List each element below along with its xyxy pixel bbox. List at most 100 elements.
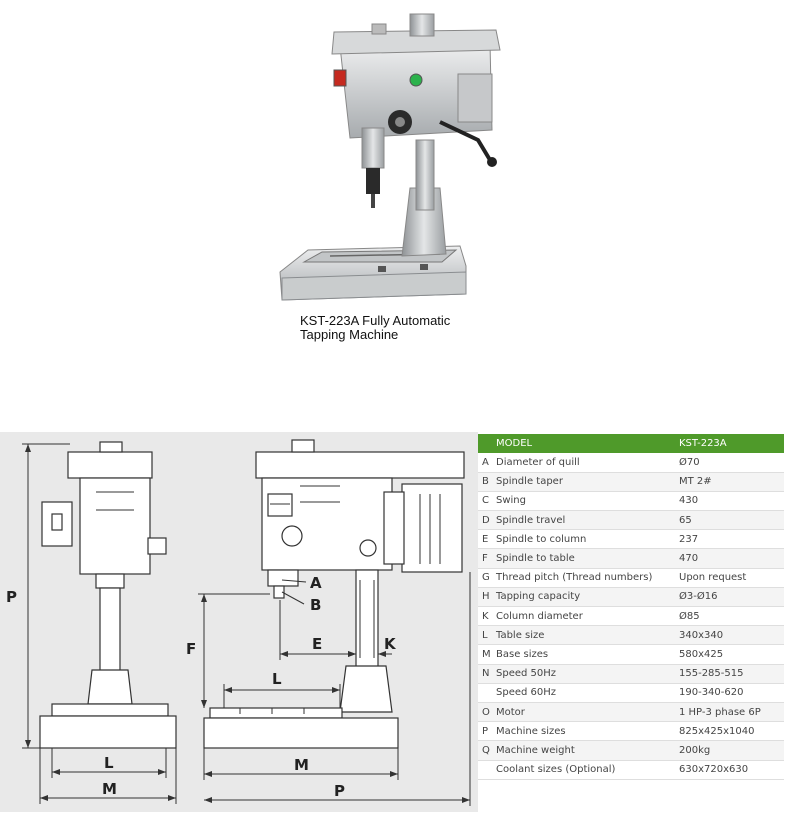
dim-M-left: M (102, 780, 117, 798)
left-head-top (67, 451, 153, 479)
spec-value: Ø3-Ø16 (677, 587, 784, 608)
dim-F: F (186, 640, 196, 658)
spec-name: Table size (494, 625, 677, 646)
spec-letter (478, 683, 494, 703)
dim-B: B (310, 596, 321, 614)
spec-letter: L (478, 625, 494, 646)
right-base (203, 717, 399, 749)
photo-caption: KST-223A Fully Automatic Tapping Machine (300, 314, 520, 342)
spec-value: 430 (677, 491, 784, 512)
dim-K: K (384, 635, 397, 653)
right-head-top (255, 451, 465, 479)
spec-value: Ø70 (677, 453, 784, 473)
spec-value: 65 (677, 510, 784, 531)
spec-letter: D (478, 510, 494, 531)
dim-A: A (310, 574, 322, 592)
spec-letter: M (478, 644, 494, 665)
right-chuck (273, 585, 285, 599)
spec-value: Upon request (677, 568, 784, 588)
dim-E: E (312, 635, 322, 653)
left-collar (95, 573, 125, 589)
spec-value: 340x340 (677, 625, 784, 646)
spec-header-model: MODEL (494, 434, 677, 453)
right-gearbox (267, 493, 293, 517)
spec-name: Machine weight (494, 740, 677, 761)
right-head-body (261, 477, 393, 571)
spec-value: 580x425 (677, 644, 784, 665)
spec-name: Thread pitch (Thread numbers) (494, 568, 677, 588)
spec-value: 470 (677, 548, 784, 569)
spec-letter: K (478, 606, 494, 627)
left-head-cap (99, 441, 123, 453)
spec-value: 237 (677, 529, 784, 550)
dim-L-right: L (272, 670, 282, 688)
right-column (355, 569, 379, 669)
spec-name: Spindle travel (494, 510, 677, 531)
spec-letter: A (478, 453, 494, 473)
spec-letter (478, 760, 494, 780)
left-base (39, 715, 177, 749)
spec-letter: N (478, 664, 494, 684)
spec-value: MT 2# (677, 472, 784, 492)
caption-line-1: KST-223A Fully Automatic (300, 313, 451, 328)
spec-value: 1 HP-3 phase 6P (677, 702, 784, 723)
spec-name: Diameter of quill (494, 453, 677, 473)
right-column-foot (339, 665, 393, 713)
caption-line-2: Tapping Machine (300, 327, 399, 342)
spec-name: Motor (494, 702, 677, 723)
right-quill (267, 569, 299, 587)
spec-letter: B (478, 472, 494, 492)
spec-value: 825x425x1040 (677, 721, 784, 742)
left-motor-box (51, 513, 63, 531)
spec-name: Speed 60Hz (494, 683, 677, 703)
dim-P-bottom: P (334, 782, 345, 800)
right-motor (401, 483, 463, 573)
left-column (99, 587, 121, 673)
spec-name: Tapping capacity (494, 587, 677, 608)
spec-letter: Q (478, 740, 494, 761)
right-knob (359, 539, 377, 557)
spec-letter: G (478, 568, 494, 588)
spec-value: 190-340-620 (677, 683, 784, 703)
spec-letter: F (478, 548, 494, 569)
drawing-svg: P L M A B F E K L M P (6, 439, 471, 806)
dim-L-left: L (104, 754, 114, 772)
spec-header-value: KST-223A (677, 434, 784, 453)
dim-M-right: M (294, 756, 309, 774)
spec-value: Ø85 (677, 606, 784, 627)
spec-letter: H (478, 587, 494, 608)
right-table (209, 707, 343, 719)
spec-letter: P (478, 721, 494, 742)
spec-letter: E (478, 529, 494, 550)
spec-row: Coolant sizes (Optional)630x720x630 (478, 760, 784, 780)
spec-header-row: MODEL KST-223A (478, 434, 784, 453)
left-head-body (79, 477, 151, 575)
spec-name: Speed 50Hz (494, 664, 677, 684)
spec-value: 630x720x630 (677, 760, 784, 780)
left-column-foot (87, 669, 133, 705)
spec-name: Base sizes (494, 644, 677, 665)
spec-name: Swing (494, 491, 677, 512)
right-head-cap (291, 439, 315, 453)
left-motor (41, 501, 73, 547)
spec-value: 200kg (677, 740, 784, 761)
dimension-drawing: P L M A B F E K L M P (0, 432, 478, 812)
spec-name: Spindle to column (494, 529, 677, 550)
left-handle (147, 537, 167, 555)
spec-name: Column diameter (494, 606, 677, 627)
